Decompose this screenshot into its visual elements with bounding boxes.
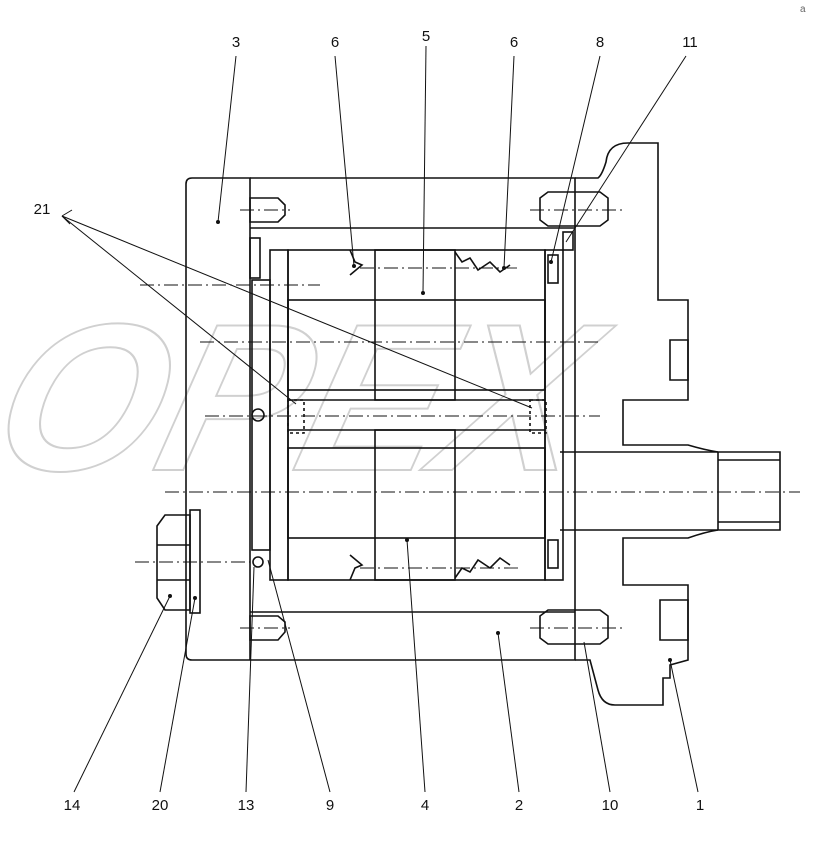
flange-lower-pocket [659, 599, 689, 641]
callout-21: 21 [34, 201, 51, 218]
callout-14: 14 [64, 797, 81, 814]
callout-20: 20 [152, 797, 169, 814]
hex-bolt-head-14 [156, 514, 191, 611]
bolt-lower-front [539, 609, 609, 645]
callout-3: 3 [232, 34, 240, 51]
bolt-upper-front [539, 191, 609, 227]
pump-drawing [156, 142, 781, 706]
watermark-text: OPEX [0, 281, 627, 515]
dowel-pin-rear [287, 399, 305, 434]
drive-gear-lower [287, 447, 546, 539]
watermark: OPEX [0, 280, 628, 516]
upper-gear-teeth [349, 249, 511, 276]
corner-mark: a [800, 4, 806, 15]
callout-8: 8 [596, 34, 604, 51]
bearing-insert-upper [547, 254, 559, 284]
callout-labels: 3 6 5 6 8 11 21 14 20 13 9 4 2 10 1 [34, 28, 705, 814]
dowel-pin-front [529, 399, 547, 434]
body-outline [250, 177, 576, 661]
lower-gear-teeth [349, 554, 511, 581]
rear-seal-groove [249, 237, 261, 279]
o-ring-13 [252, 556, 264, 568]
washer-20 [189, 509, 201, 614]
o-ring-11 [562, 231, 574, 251]
callout-9: 9 [326, 797, 334, 814]
callout-6-left: 6 [331, 34, 339, 51]
callout-1: 1 [696, 797, 704, 814]
leader-lines [61, 45, 699, 793]
driven-gear-upper [287, 299, 546, 391]
callout-5: 5 [422, 28, 430, 45]
callout-13: 13 [238, 797, 255, 814]
flange-notch [669, 339, 689, 381]
callout-4: 4 [421, 797, 429, 814]
bolt-lower-rear [249, 615, 286, 641]
callout-10: 10 [602, 797, 619, 814]
bolt-upper-rear [249, 197, 286, 223]
callout-11: 11 [682, 34, 698, 51]
callout-6-right: 6 [510, 34, 518, 51]
leader-dots [168, 220, 672, 662]
bearing-insert-lower [547, 539, 559, 569]
rear-cover-outline [185, 177, 251, 661]
front-flange-outline [575, 142, 781, 706]
seal-ring-rear [251, 408, 265, 422]
callout-2: 2 [515, 797, 523, 814]
